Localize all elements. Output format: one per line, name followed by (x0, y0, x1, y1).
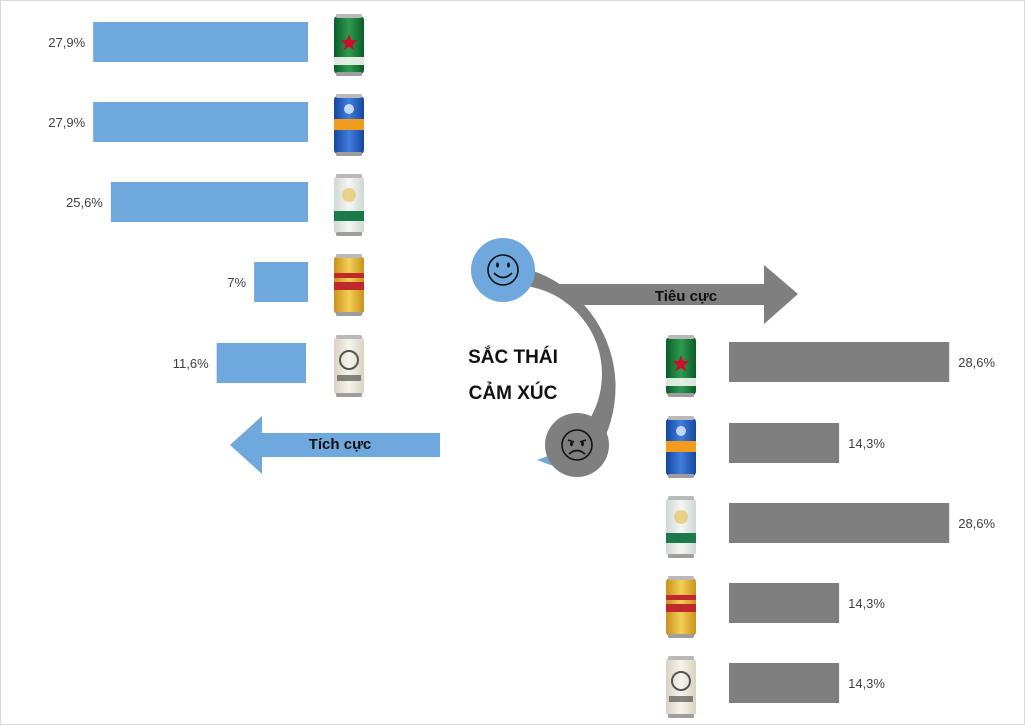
negative-arrow (536, 265, 798, 324)
huda-can-icon (666, 656, 696, 718)
positive-value-label: 27,9% (48, 115, 85, 130)
negative-value-label: 28,6% (958, 516, 995, 531)
positive-value-label: 7% (227, 275, 246, 290)
positive-value-label: 27,9% (48, 35, 85, 50)
tiger-can-icon (334, 94, 364, 156)
positive-value-label: 11,6% (173, 356, 209, 371)
negative-value-label: 14,3% (848, 436, 885, 451)
huda-can-icon (334, 335, 364, 397)
saigon-can-icon (334, 174, 364, 236)
negative-bar (729, 503, 950, 543)
positive-bar (110, 182, 308, 222)
positive-bar (254, 262, 308, 302)
negative-value-label: 14,3% (848, 676, 885, 691)
positive-bar (216, 343, 306, 383)
sad-face-icon (545, 413, 609, 477)
smiley-face-icon (471, 238, 535, 302)
brand-cans (334, 14, 696, 718)
negative-value-label: 28,6% (958, 355, 995, 370)
positive-value-label: 25,6% (66, 195, 103, 210)
negative-bar (729, 342, 950, 382)
positive-bar (93, 22, 308, 62)
positive-arrow-label: Tích cực (309, 436, 372, 453)
positive-arrow (230, 416, 440, 474)
hanoi-can-icon (334, 254, 364, 316)
negative-bar (729, 423, 840, 463)
negative-bar (729, 663, 840, 703)
heineken-can-icon (666, 335, 696, 397)
center-disc (424, 285, 602, 463)
positive-bar-series: 27,9% 27,9% 25,6% 7% 11,6% (48, 22, 308, 383)
hanoi-can-icon (666, 576, 696, 638)
tiger-can-icon (666, 416, 696, 478)
center-title-line1: SẮC THÁI (468, 346, 558, 368)
positive-bar (93, 102, 308, 142)
negative-bar-series: 28,6% 14,3% 28,6% 14,3% 14,3% (729, 342, 996, 703)
center-title-line2: CẢM XÚC (469, 382, 558, 404)
negative-value-label: 14,3% (848, 596, 885, 611)
negative-arrow-label: Tiêu cực (655, 288, 717, 305)
saigon-can-icon (666, 496, 696, 558)
heineken-can-icon (334, 14, 364, 76)
negative-bar (729, 583, 840, 623)
